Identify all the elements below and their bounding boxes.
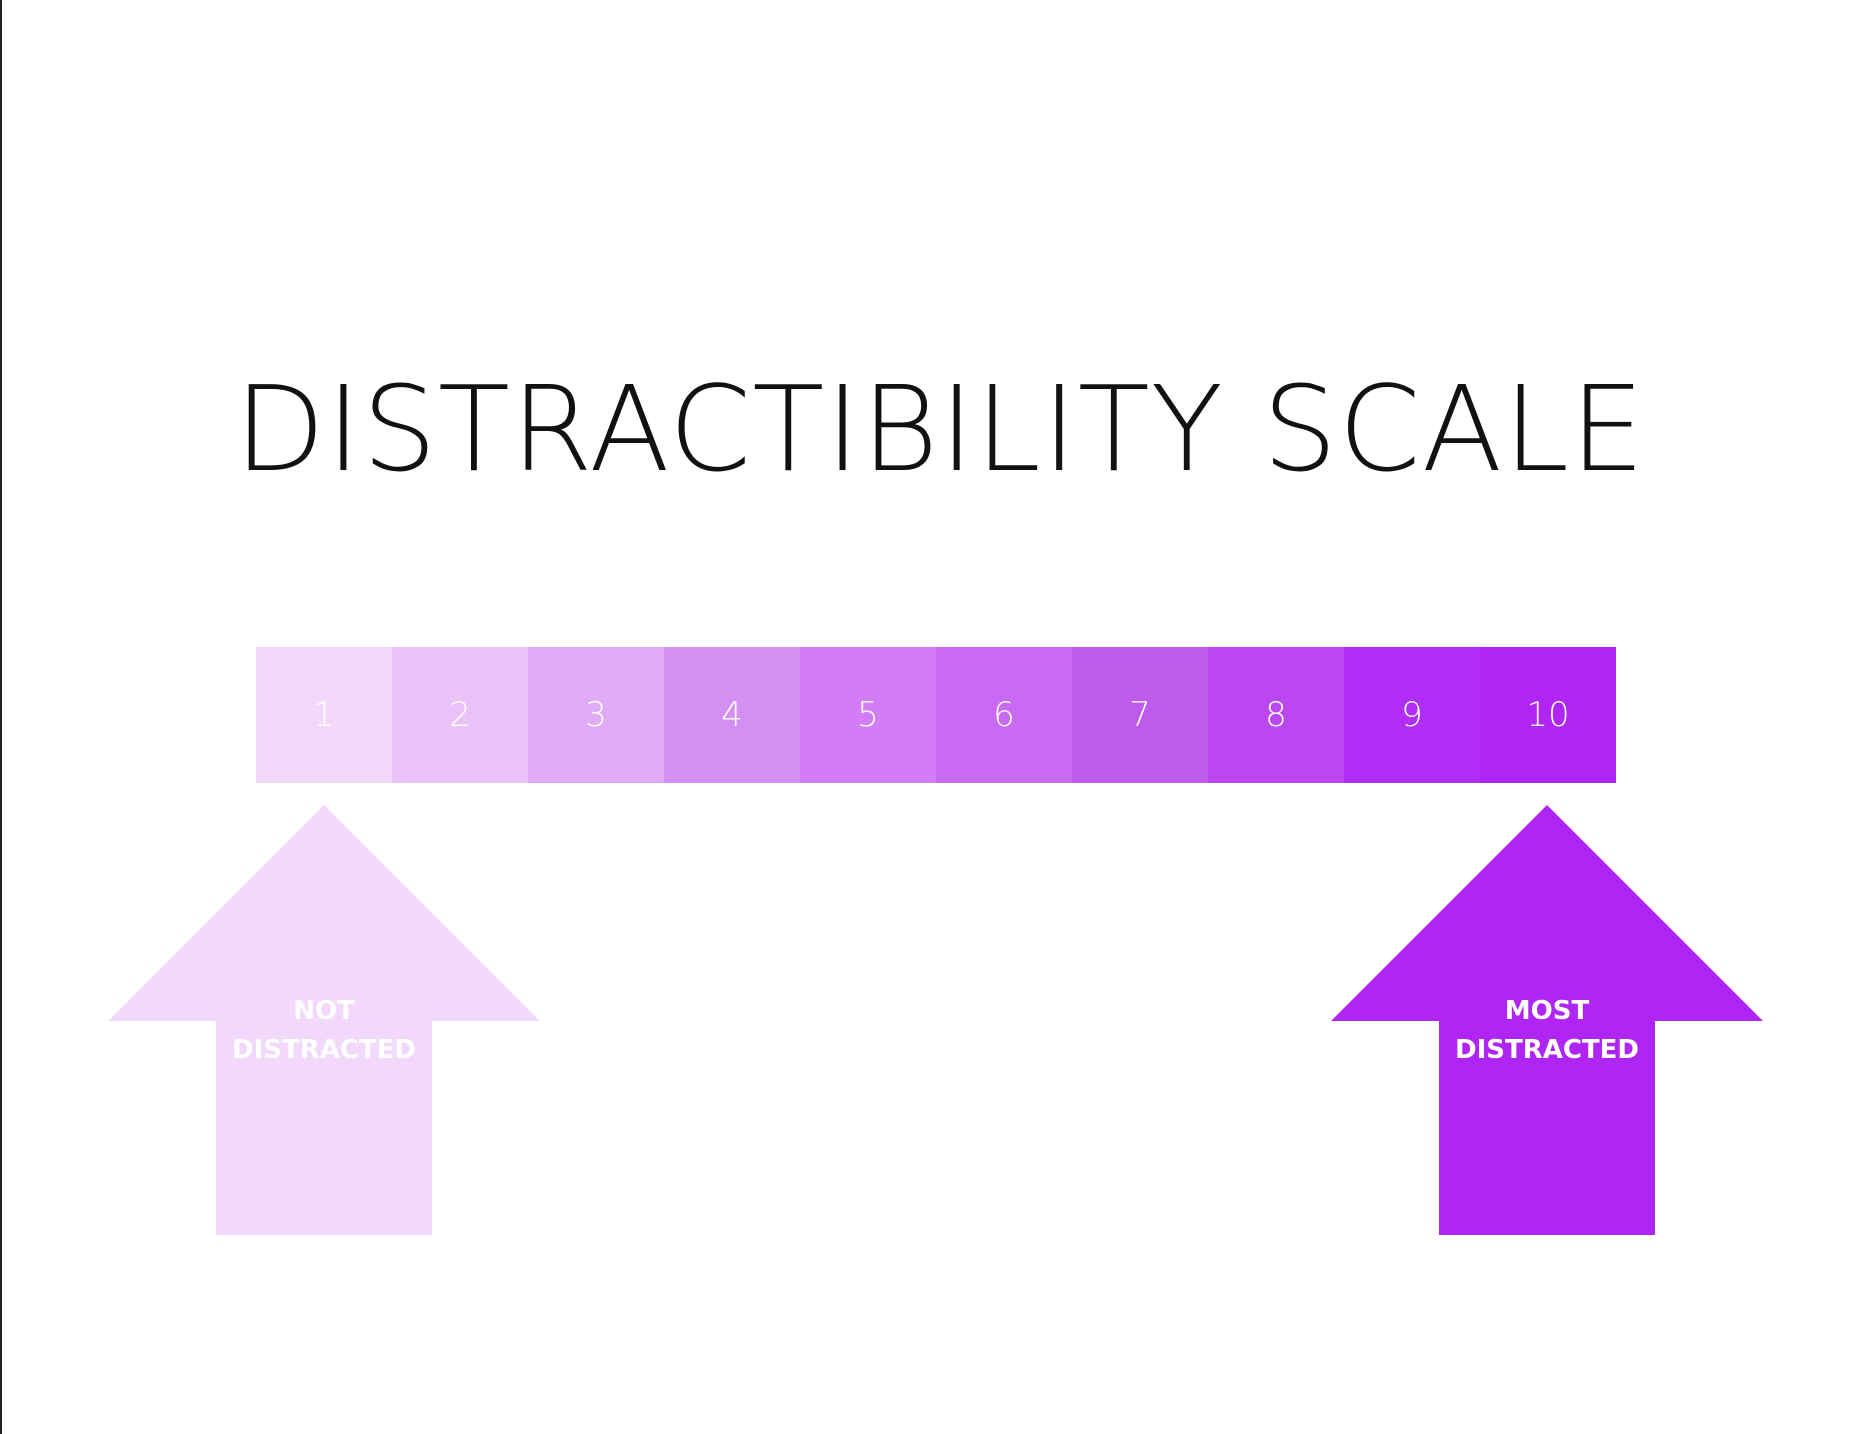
not-distracted-label-line1: NOT bbox=[293, 996, 355, 1026]
scale-cell-5: 5 bbox=[800, 647, 936, 783]
scale-cell-label: 2 bbox=[449, 695, 471, 735]
scale-cell-label: 5 bbox=[857, 695, 879, 735]
most-distracted-label: MOST DISTRACTED bbox=[1331, 992, 1763, 1070]
scale-cell-2: 2 bbox=[392, 647, 528, 783]
up-arrow-icon bbox=[1331, 805, 1763, 1235]
most-distracted-arrow: MOST DISTRACTED bbox=[1331, 805, 1763, 1235]
distractibility-scale-bar: 1 2 3 4 5 6 7 8 9 10 bbox=[256, 647, 1616, 783]
scale-cell-label: 3 bbox=[585, 695, 607, 735]
scale-cell-9: 9 bbox=[1344, 647, 1480, 783]
not-distracted-arrow: NOT DISTRACTED bbox=[108, 805, 540, 1235]
scale-cell-label: 4 bbox=[721, 695, 743, 735]
page-title: DISTRACTIBILITY SCALE bbox=[234, 360, 1646, 498]
up-arrow-icon bbox=[108, 805, 540, 1235]
scale-cell-1: 1 bbox=[256, 647, 392, 783]
not-distracted-label: NOT DISTRACTED bbox=[108, 992, 540, 1070]
most-distracted-label-line1: MOST bbox=[1504, 996, 1590, 1026]
scale-cell-10: 10 bbox=[1480, 647, 1616, 783]
scale-cell-label: 7 bbox=[1129, 695, 1151, 735]
not-distracted-label-line2: DISTRACTED bbox=[231, 1035, 417, 1065]
scale-cell-label: 9 bbox=[1401, 695, 1423, 735]
most-distracted-label-line2: DISTRACTED bbox=[1454, 1035, 1640, 1065]
scale-cell-label: 1 bbox=[313, 695, 335, 735]
scale-cell-8: 8 bbox=[1208, 647, 1344, 783]
scale-cell-label: 6 bbox=[993, 695, 1015, 735]
scale-cell-6: 6 bbox=[936, 647, 1072, 783]
page-left-border bbox=[0, 0, 2, 1434]
scale-cell-3: 3 bbox=[528, 647, 664, 783]
scale-cell-label: 10 bbox=[1526, 695, 1570, 735]
scale-cell-4: 4 bbox=[664, 647, 800, 783]
scale-cell-7: 7 bbox=[1072, 647, 1208, 783]
scale-cell-label: 8 bbox=[1265, 695, 1287, 735]
